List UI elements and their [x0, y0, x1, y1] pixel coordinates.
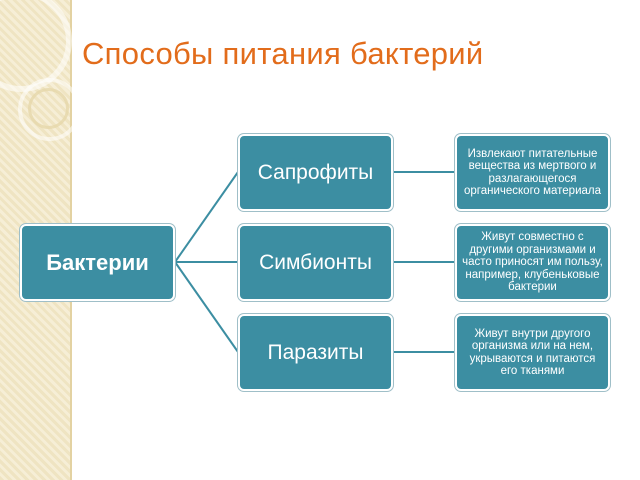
node-symbionts: Симбионты: [238, 224, 393, 301]
node-saprophytes-label: Сапрофиты: [257, 161, 374, 184]
detail-parasites: Живут внутри другого организма или на не…: [455, 314, 610, 391]
decorative-circle: [18, 78, 81, 141]
root-node-bacteria: Бактерии: [20, 224, 175, 301]
detail-saprophytes-text: Извлекают питательные вещества из мертво…: [463, 147, 602, 198]
detail-parasites-text: Живут внутри другого организма или на не…: [469, 327, 596, 378]
detail-symbionts: Живут совместно с другими организмами и …: [455, 224, 610, 301]
decorative-circle: [28, 88, 69, 129]
node-saprophytes: Сапрофиты: [238, 134, 393, 211]
detail-saprophytes: Извлекают питательные вещества из мертво…: [455, 134, 610, 211]
connector-root-to-saprophytes: [174, 171, 239, 263]
node-parasites-label: Паразиты: [267, 341, 364, 364]
connector-root-to-parasites: [174, 261, 239, 353]
slide-title: Способы питания бактерий: [82, 36, 484, 71]
detail-symbionts-text: Живут совместно с другими организмами и …: [462, 231, 603, 294]
node-parasites: Паразиты: [238, 314, 393, 391]
node-symbionts-label: Симбионты: [259, 251, 372, 274]
